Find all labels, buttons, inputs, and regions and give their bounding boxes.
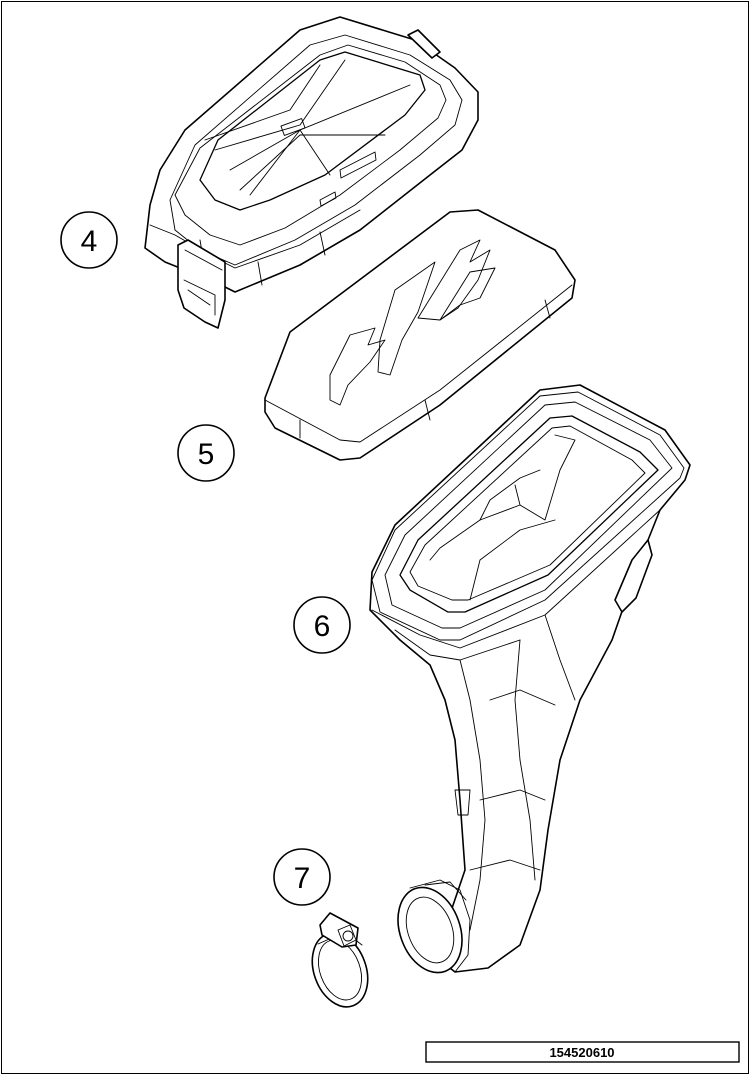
callout-circle [177, 424, 235, 482]
callout-circle [293, 596, 351, 654]
part-4-filter-box-cover [144, 16, 479, 329]
part-5-foam-air-filter [264, 209, 576, 461]
callout-label-7: 7 [294, 862, 311, 895]
brand-logo [329, 239, 496, 406]
document-number-box: 154520610 [425, 1041, 740, 1063]
callout-5: 5 [177, 424, 235, 482]
callout-label-6: 6 [314, 610, 331, 643]
part-6-intake-boot [369, 384, 691, 974]
callout-6: 6 [293, 596, 351, 654]
callout-circle [273, 848, 331, 906]
callout-label-4: 4 [81, 225, 98, 258]
callout-4: 4 [60, 211, 118, 269]
document-number: 154520610 [549, 1045, 614, 1060]
callout-circle [60, 211, 118, 269]
part-7-hose-clamp [311, 912, 369, 1008]
callout-label-5: 5 [198, 438, 215, 471]
callout-7: 7 [273, 848, 331, 906]
